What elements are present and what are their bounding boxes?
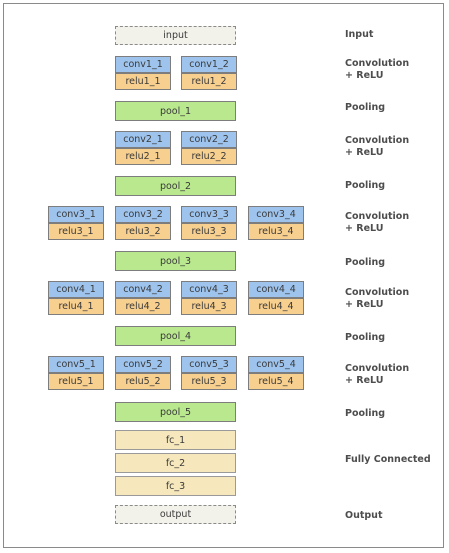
pool-2-node: pool_2 [115,176,236,196]
pool-3-node: pool_3 [115,251,236,271]
relu3-2-node: relu3_2 [115,223,171,240]
input-node: input [115,26,236,45]
label-pool4: Pooling [345,332,386,343]
relu4-4-node: relu4_4 [248,298,304,315]
label-conv5: Convolution + ReLU [345,363,410,386]
fc-3-node: fc_3 [115,476,236,496]
relu3-3-node: relu3_3 [181,223,237,240]
relu5-1-node: relu5_1 [48,373,104,390]
relu4-1-node: relu4_1 [48,298,104,315]
conv3-3-node: conv3_3 [181,206,237,223]
relu2-2-node: relu2_2 [181,148,237,165]
conv5-4-node: conv5_4 [248,356,304,373]
relu5-3-node: relu5_3 [181,373,237,390]
relu5-2-node: relu5_2 [115,373,171,390]
conv4-2-node: conv4_2 [115,281,171,298]
conv3-1-node: conv3_1 [48,206,104,223]
diagram-frame [3,3,444,548]
relu4-3-node: relu4_3 [181,298,237,315]
label-pool1: Pooling [345,102,386,113]
fc-1-node: fc_1 [115,430,236,450]
label-pool2: Pooling [345,180,386,191]
conv5-3-node: conv5_3 [181,356,237,373]
label-pool5: Pooling [345,408,386,419]
label-fc: Fully Connected [345,454,431,465]
relu2-1-node: relu2_1 [115,148,171,165]
label-conv4: Convolution + ReLU [345,287,410,310]
relu3-1-node: relu3_1 [48,223,104,240]
label-conv2: Convolution + ReLU [345,135,410,158]
conv3-2-node: conv3_2 [115,206,171,223]
conv4-1-node: conv4_1 [48,281,104,298]
pool-4-node: pool_4 [115,326,236,346]
conv2-2-node: conv2_2 [181,131,237,148]
conv4-4-node: conv4_4 [248,281,304,298]
pool-1-node: pool_1 [115,101,236,121]
label-input: Input [345,29,374,40]
conv1-1-node: conv1_1 [115,56,171,73]
output-node: output [115,505,236,524]
conv1-2-node: conv1_2 [181,56,237,73]
conv5-2-node: conv5_2 [115,356,171,373]
relu1-2-node: relu1_2 [181,73,237,90]
fc-2-node: fc_2 [115,453,236,473]
relu3-4-node: relu3_4 [248,223,304,240]
conv4-3-node: conv4_3 [181,281,237,298]
pool-5-node: pool_5 [115,402,236,422]
label-conv3: Convolution + ReLU [345,211,410,234]
conv5-1-node: conv5_1 [48,356,104,373]
relu4-2-node: relu4_2 [115,298,171,315]
conv2-1-node: conv2_1 [115,131,171,148]
conv3-4-node: conv3_4 [248,206,304,223]
label-conv1: Convolution + ReLU [345,58,410,81]
label-pool3: Pooling [345,257,386,268]
label-output: Output [345,510,383,521]
relu1-1-node: relu1_1 [115,73,171,90]
relu5-4-node: relu5_4 [248,373,304,390]
